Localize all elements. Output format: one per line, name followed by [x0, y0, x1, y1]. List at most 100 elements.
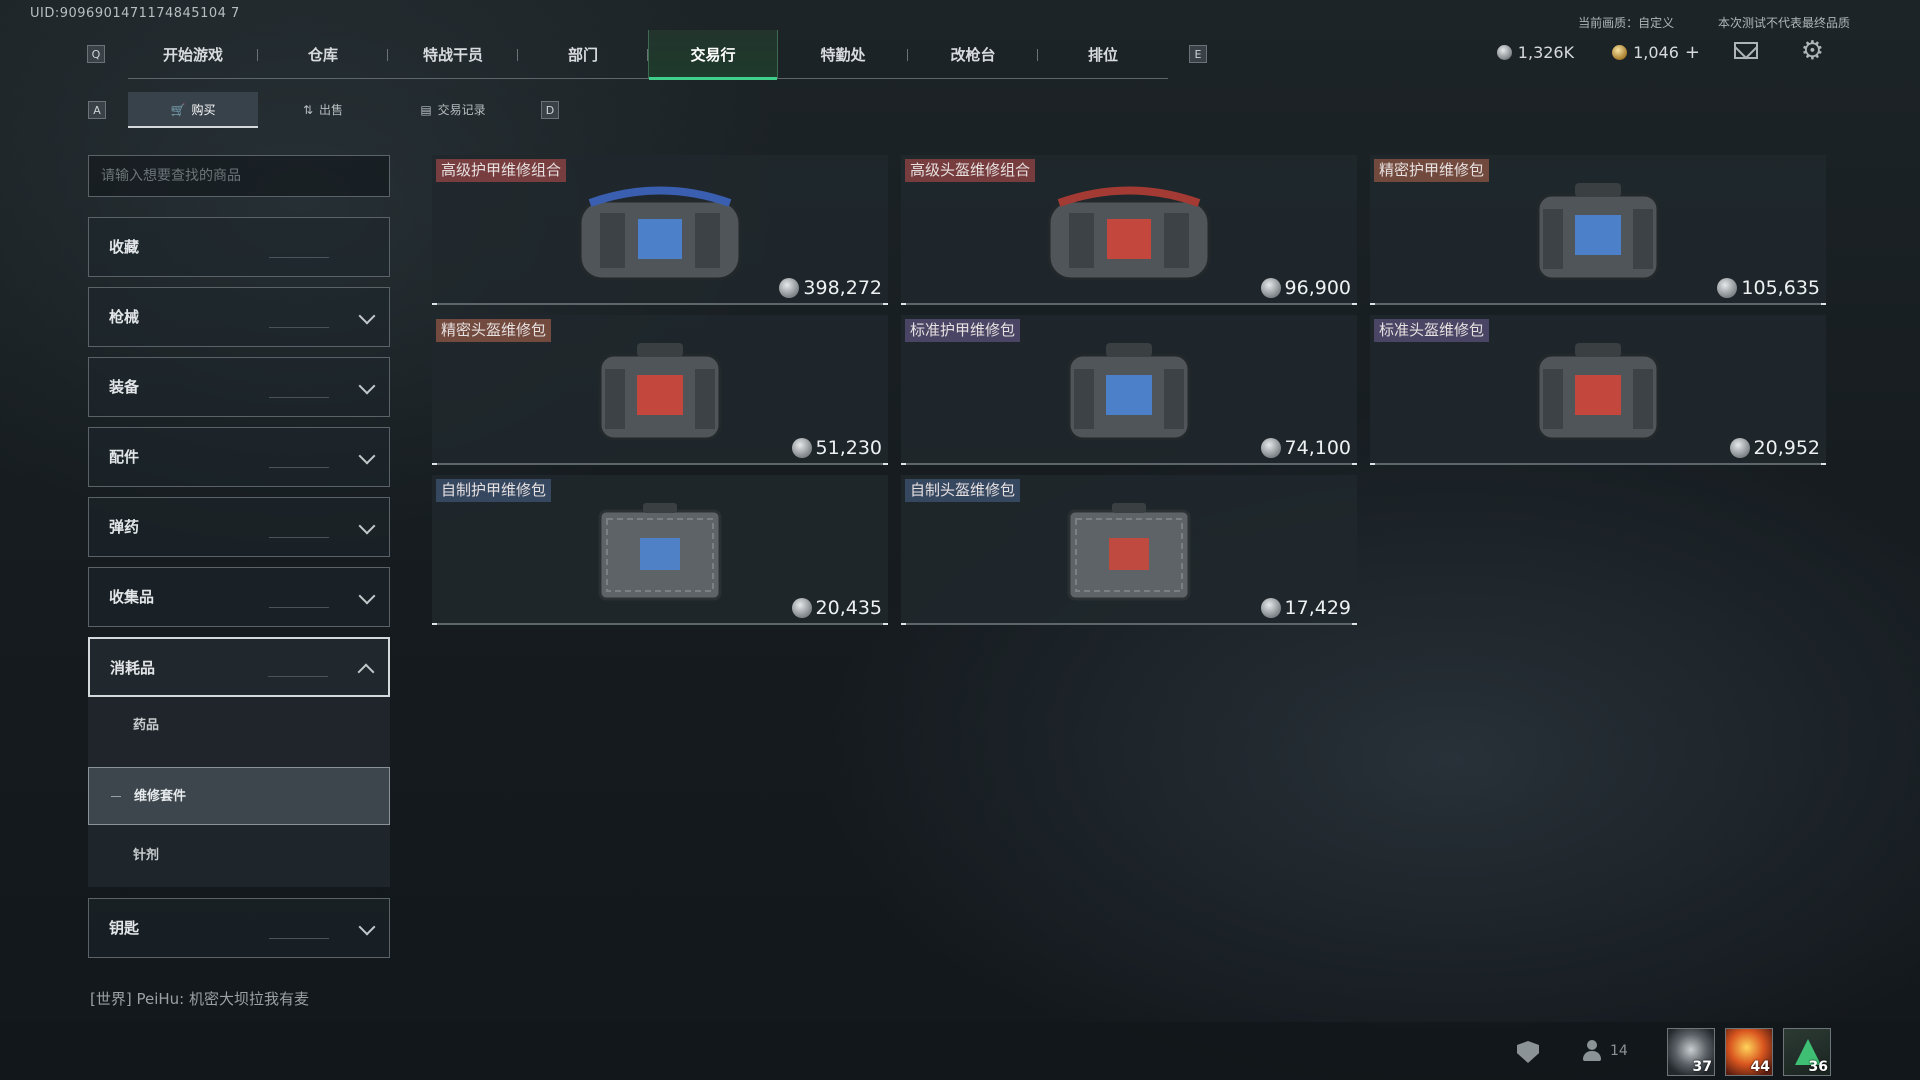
trade-subtabs: 🛒购买 ⇅出售 ▤交易记录 — [128, 92, 518, 128]
item-price: 20,952 — [1729, 437, 1820, 459]
rank-triangle-badge-icon[interactable]: 36 — [1783, 1028, 1831, 1076]
item-price: 20,435 — [791, 597, 882, 619]
category-divider — [269, 327, 329, 328]
helmet-repair-bag-icon — [1523, 333, 1673, 455]
friends-count: 14 — [1610, 1043, 1628, 1059]
tab-start-game[interactable]: 开始游戏 — [128, 30, 258, 78]
gold-currency[interactable]: 1,046 + — [1612, 42, 1700, 63]
chevron-down-icon — [358, 447, 376, 465]
tab-operators[interactable]: 特战干员 — [388, 30, 518, 78]
category-favorites[interactable]: 收藏 — [88, 217, 390, 277]
category-equipment[interactable]: 装备 — [88, 357, 390, 417]
item-name: 精密头盔维修包 — [436, 319, 552, 342]
armor-repair-bag-icon — [1523, 173, 1673, 295]
subcategory-medicine[interactable]: 药品 — [133, 718, 160, 733]
chevron-down-icon — [358, 918, 376, 936]
tab-department[interactable]: 部门 — [518, 30, 648, 78]
silver-coin-icon — [1260, 278, 1281, 298]
quality-notice: 当前画质：自定义 本次测试不代表最终品质 — [1538, 14, 1850, 31]
currency-bar: 1,326K 1,046 + — [1496, 42, 1700, 63]
item-name: 标准头盔维修包 — [1374, 319, 1490, 342]
category-keys[interactable]: 钥匙 — [88, 898, 390, 958]
category-weapons[interactable]: 枪械 — [88, 287, 390, 347]
category-ammo[interactable]: 弹药 — [88, 497, 390, 557]
item-price: 17,429 — [1260, 597, 1351, 619]
search-input[interactable] — [88, 155, 390, 197]
subcategory-injectors[interactable]: 针剂 — [133, 848, 160, 863]
rank-fire-badge-icon[interactable]: 44 — [1725, 1028, 1773, 1076]
category-divider — [268, 676, 328, 677]
add-currency-button[interactable]: + — [1684, 42, 1700, 63]
consumables-subcategories: 药品 维修套件 针剂 — [88, 697, 390, 887]
subtab-records[interactable]: ▤交易记录 — [388, 92, 518, 128]
main-nav: 开始游戏 仓库 特战干员 部门 交易行 特勤处 改枪台 排位 — [128, 30, 1168, 80]
friends-icon — [1582, 1040, 1602, 1062]
silver-coin-icon — [791, 438, 812, 458]
silver-coin-icon — [1717, 278, 1738, 298]
helmet-repair-pouch-icon — [1054, 493, 1204, 615]
item-card[interactable]: 标准头盔维修包 20,952 — [1370, 315, 1826, 465]
tab-ranked[interactable]: 排位 — [1087, 46, 1118, 64]
test-notice: 本次测试不代表最终品质 — [1717, 16, 1850, 30]
cart-icon: 🛒 — [170, 103, 186, 117]
chevron-down-icon — [358, 587, 376, 605]
gold-amount: 1,046 — [1633, 43, 1679, 62]
category-divider — [269, 938, 329, 939]
shield-plus-icon[interactable] — [1517, 1041, 1539, 1063]
item-name: 精密护甲维修包 — [1374, 159, 1490, 182]
item-name: 标准护甲维修包 — [905, 319, 1021, 342]
tab-special-ops[interactable]: 特勤处 — [778, 30, 908, 78]
silver-coin-icon — [779, 278, 800, 298]
subtab-buy[interactable]: 🛒购买 — [128, 92, 258, 128]
silver-coin-icon — [1260, 438, 1281, 458]
category-label: 收藏 — [109, 238, 140, 256]
tab-warehouse[interactable]: 仓库 — [258, 30, 388, 78]
key-hint-d: D — [541, 101, 559, 119]
sell-icon: ⇅ — [302, 103, 314, 117]
key-hint-e: E — [1189, 45, 1207, 63]
item-price-value: 20,952 — [1753, 437, 1820, 459]
category-label: 收集品 — [109, 588, 155, 606]
item-price: 96,900 — [1260, 277, 1351, 299]
category-label: 配件 — [109, 448, 140, 466]
category-collectibles[interactable]: 收集品 — [88, 567, 390, 627]
rank-skull-badge-icon[interactable]: 37 — [1667, 1028, 1715, 1076]
subtab-sell[interactable]: ⇅出售 — [258, 92, 388, 128]
category-label: 钥匙 — [109, 919, 140, 937]
item-price-value: 398,272 — [803, 277, 882, 299]
category-label: 消耗品 — [110, 659, 156, 677]
tab-gunsmith[interactable]: 改枪台 — [908, 30, 1038, 78]
armor-repair-duffel-icon — [570, 173, 750, 295]
category-divider — [269, 537, 329, 538]
tab-trading-house[interactable]: 交易行 — [648, 30, 778, 80]
category-consumables[interactable]: 消耗品 — [88, 637, 390, 697]
badge-level: 44 — [1750, 1059, 1770, 1075]
category-label: 装备 — [109, 378, 140, 396]
item-price-value: 74,100 — [1284, 437, 1351, 459]
world-chat-message[interactable]: [世界] PeiHu: 机密大坝拉我有麦 — [90, 990, 309, 1008]
gear-icon[interactable]: ⚙ — [1800, 36, 1824, 66]
mail-icon[interactable] — [1734, 42, 1758, 59]
gold-coin-icon — [1612, 45, 1628, 60]
category-divider — [269, 607, 329, 608]
friends-online[interactable]: 14 — [1582, 1040, 1628, 1062]
item-card[interactable]: 标准护甲维修包 74,100 — [901, 315, 1357, 465]
subcategory-repair-kits[interactable]: 维修套件 — [88, 767, 390, 825]
armor-repair-bag-icon — [1054, 333, 1204, 455]
key-hint-q: Q — [87, 45, 105, 63]
item-price: 74,100 — [1260, 437, 1351, 459]
category-divider — [269, 257, 329, 258]
item-price: 398,272 — [779, 277, 882, 299]
category-label: 弹药 — [109, 518, 140, 536]
chevron-down-icon — [358, 307, 376, 325]
chevron-down-icon — [358, 377, 376, 395]
silver-coin-icon — [1496, 45, 1512, 60]
records-icon: ▤ — [420, 103, 432, 117]
category-attachments[interactable]: 配件 — [88, 427, 390, 487]
